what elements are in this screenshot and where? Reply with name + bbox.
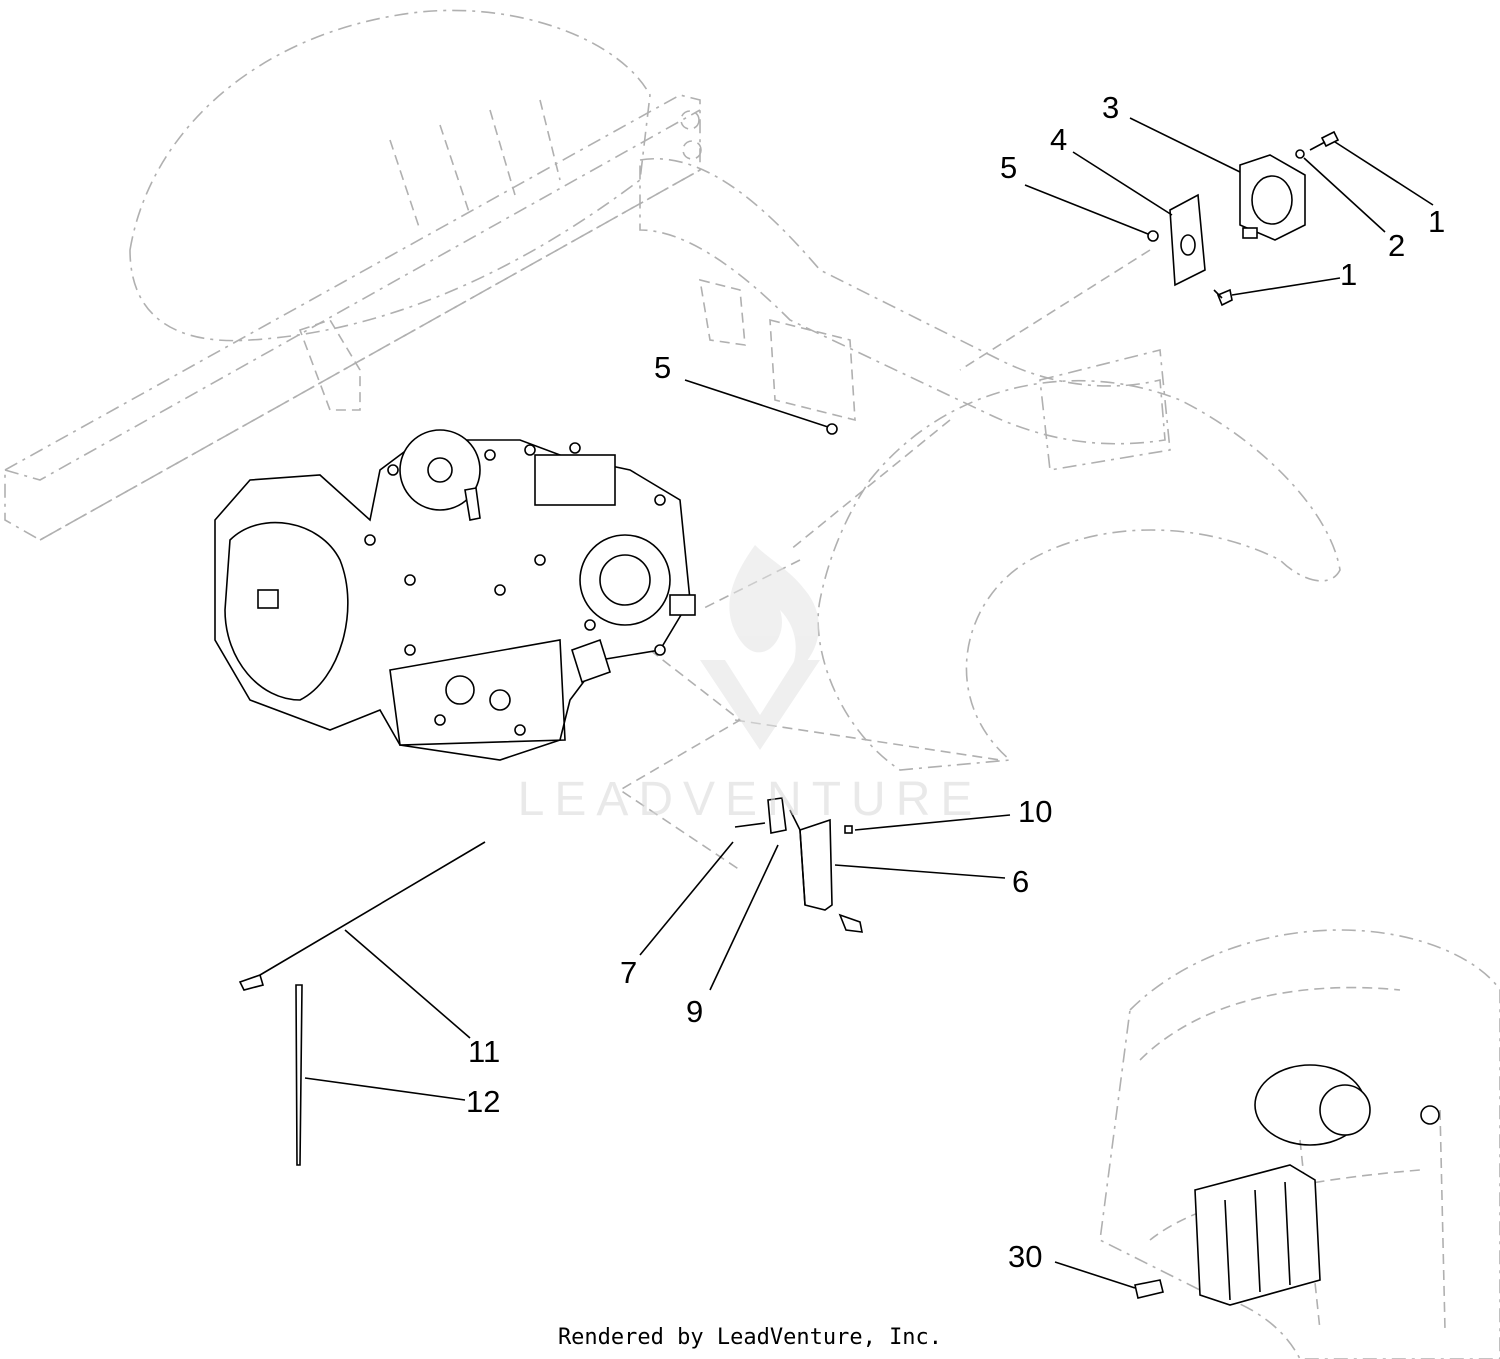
transaxle-port	[489, 689, 511, 711]
screw-lower-shank	[1213, 289, 1223, 299]
ghost-frame-hole	[682, 140, 702, 160]
screw-lower	[1216, 288, 1233, 307]
callout-label: 5	[654, 350, 671, 385]
transaxle-shaft	[669, 594, 696, 616]
callout-label: 10	[1018, 794, 1052, 829]
components	[238, 130, 1440, 1306]
ghost-fender	[817, 379, 1341, 771]
ghost-seat	[129, 9, 651, 342]
washer	[1295, 149, 1305, 159]
transaxle-lever	[464, 487, 481, 521]
alarm-module	[1239, 154, 1306, 241]
callout-label: 3	[1102, 90, 1119, 125]
callout-label: 6	[1012, 864, 1029, 899]
key-switch	[1319, 1084, 1371, 1136]
wire-lead	[259, 841, 486, 976]
switch-clip	[844, 825, 853, 834]
ghost-frame-hole	[680, 110, 700, 130]
key-switch-bolt	[1420, 1105, 1440, 1125]
mounting-bracket-hole	[1180, 234, 1196, 256]
leader-lines	[304, 117, 1434, 1289]
callouts: 1 1 2 3 4 5 5 6 7 9 10 11 12 30	[466, 90, 1445, 1274]
switch-plate	[789, 809, 806, 906]
watermark-v-icon	[700, 660, 820, 750]
ghost-side-plate	[1039, 348, 1171, 471]
watermark-flame-icon	[729, 545, 819, 680]
transaxle-port	[445, 675, 475, 705]
transaxle	[214, 429, 696, 761]
callout-label: 5	[1000, 150, 1017, 185]
ghost-tube-bracket	[699, 278, 856, 422]
switch-screw	[838, 913, 864, 933]
ghost-frame-rail-lower	[4, 109, 701, 541]
nut-lower	[826, 423, 838, 435]
transaxle-gear-cover-center	[427, 457, 453, 483]
callout-label: 7	[620, 955, 637, 990]
callout-label: 12	[466, 1084, 500, 1119]
watermark-text: LEADVENTURE	[518, 773, 983, 826]
wire-terminal	[238, 973, 265, 991]
fuse-block	[1134, 1164, 1321, 1306]
screw-upper-shank	[1309, 141, 1326, 151]
ghost-lower-guide	[1299, 1109, 1446, 1331]
ghost-cross-tube	[639, 158, 1166, 445]
transaxle-bell	[224, 521, 349, 701]
watermark: LEADVENTURE	[518, 545, 983, 826]
cable-tie	[295, 984, 303, 1166]
callout-label: 30	[1008, 1239, 1042, 1274]
callout-label: 9	[686, 994, 703, 1029]
transaxle-filter	[571, 638, 611, 684]
switch-pin	[734, 822, 766, 828]
callout-label: 2	[1388, 228, 1405, 263]
switch	[767, 797, 787, 834]
transaxle-hub-inner	[599, 554, 651, 606]
ghost-seat-rib	[389, 99, 561, 231]
transaxle-bolts	[364, 442, 666, 736]
callout-label: 4	[1050, 122, 1067, 157]
transaxle-input	[257, 589, 279, 609]
transaxle-lower-cover	[389, 639, 566, 746]
nut-upper	[1147, 230, 1159, 242]
ghost-context	[4, 9, 1500, 1359]
callout-label: 1	[1340, 257, 1357, 292]
transaxle-block	[534, 454, 616, 506]
callout-label: 1	[1428, 204, 1445, 239]
callout-label: 11	[468, 1034, 500, 1069]
transaxle-housing	[214, 439, 691, 761]
screw-upper	[1320, 130, 1340, 148]
footer-credit: Rendered by LeadVenture, Inc.	[558, 1325, 942, 1350]
